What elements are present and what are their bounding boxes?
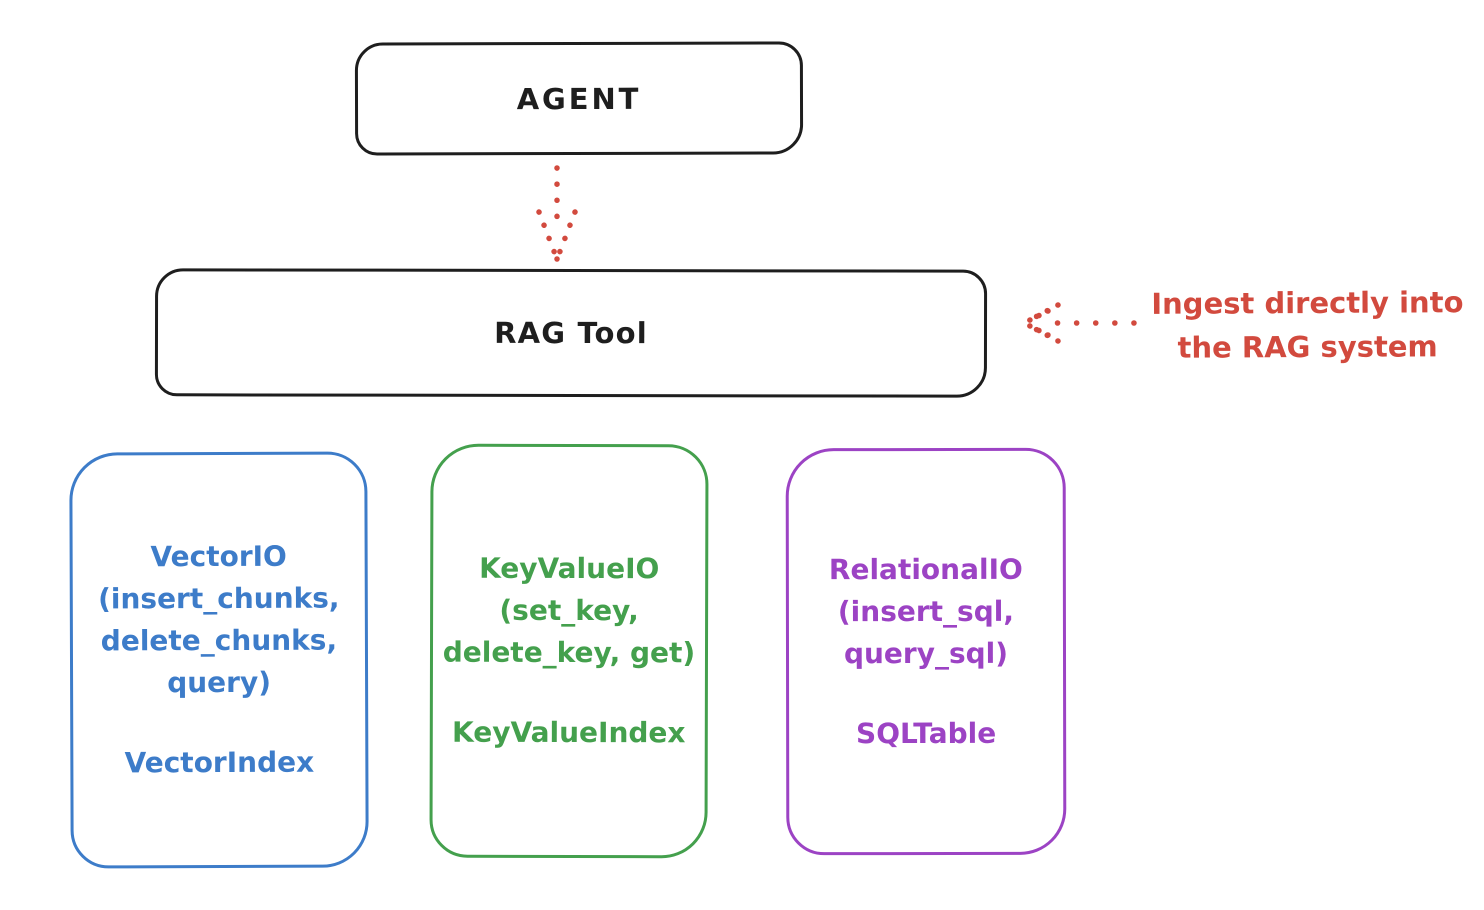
rag-tool-label: RAG Tool: [494, 315, 648, 351]
vector-io-line: delete_chunks,: [100, 623, 338, 658]
ingest-annotation-line1: Ingest directly into: [1151, 285, 1464, 321]
vector-io-description: VectorIO (insert_chunks, delete_chunks, …: [98, 536, 340, 705]
relational-io-description: RelationalIO (insert_sql, query_sql): [829, 548, 1023, 674]
relational-io-line: (insert_sql,: [837, 594, 1015, 628]
agent-label: AGENT: [516, 81, 642, 116]
keyvalue-io-line: (set_key,: [499, 593, 639, 628]
ingest-arrow-icon: [1021, 302, 1137, 344]
vector-io-line: VectorIO: [150, 539, 287, 574]
relational-io-line: query_sql): [843, 636, 1009, 670]
vector-io-line: query): [167, 665, 272, 700]
vector-index-label: VectorIndex: [124, 745, 315, 780]
relational-io-node: RelationalIO (insert_sql, query_sql) SQL…: [785, 447, 1067, 856]
ingest-annotation: Ingest directly into the RAG system: [1135, 280, 1480, 370]
keyvalue-io-description: KeyValueIO (set_key, delete_key, get): [443, 548, 696, 675]
sql-table-label: SQLTable: [856, 716, 997, 750]
keyvalue-index-label: KeyValueIndex: [452, 715, 686, 750]
vector-io-node: VectorIO (insert_chunks, delete_chunks, …: [69, 451, 369, 869]
ingest-annotation-line2: the RAG system: [1177, 329, 1438, 365]
rag-tool-node: RAG Tool: [154, 268, 988, 398]
vector-io-line: (insert_chunks,: [97, 581, 340, 616]
keyvalue-io-node: KeyValueIO (set_key, delete_key, get) Ke…: [429, 443, 709, 859]
agent-node: AGENT: [354, 41, 804, 156]
keyvalue-io-line: delete_key, get): [442, 635, 696, 670]
agent-to-rag-arrow-icon: [536, 165, 578, 262]
keyvalue-io-line: KeyValueIO: [479, 551, 660, 586]
relational-io-line: RelationalIO: [828, 552, 1023, 586]
